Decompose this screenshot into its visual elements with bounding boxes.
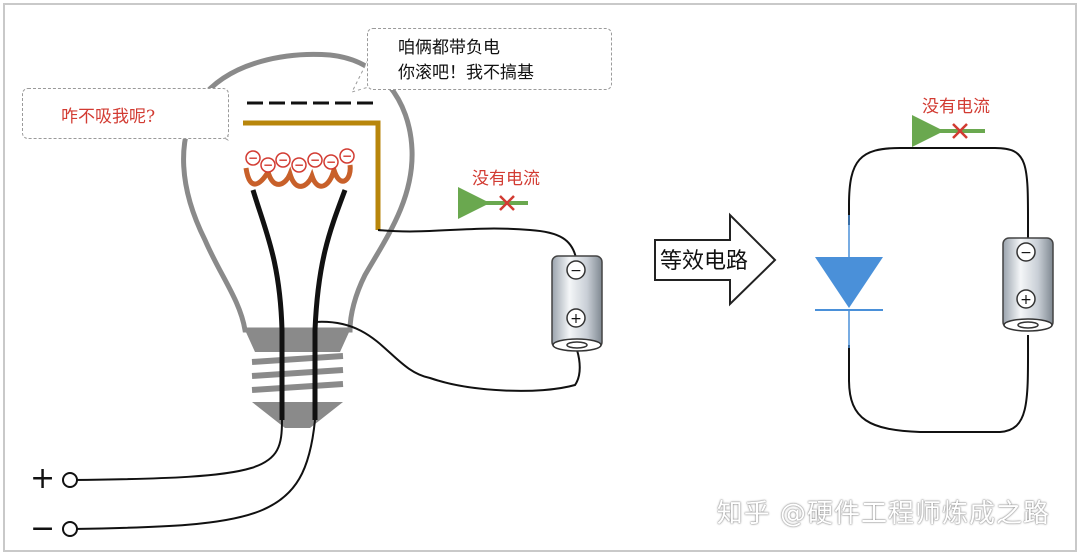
electron-6 bbox=[323, 154, 339, 170]
reply-line-2: 你滚吧！我不搞基 bbox=[398, 63, 534, 83]
question-text: 咋不吸我呢? bbox=[61, 107, 156, 127]
electron-sign-2: − bbox=[263, 158, 273, 172]
no-current-label-right: 没有电流 bbox=[922, 97, 990, 117]
electron-4 bbox=[291, 157, 307, 173]
battery-right-plus-circle bbox=[1016, 289, 1036, 309]
eq-wire-top bbox=[848, 147, 1030, 239]
diode-triangle bbox=[815, 257, 883, 308]
equivalent-arrow bbox=[654, 212, 777, 307]
battery-right-plus: + bbox=[1020, 292, 1032, 308]
wire-base-battery bbox=[314, 320, 581, 392]
electron-sign-5: − bbox=[310, 153, 320, 167]
wire-anode-battery bbox=[377, 227, 577, 259]
electron-2 bbox=[260, 157, 276, 173]
bulb-neck bbox=[245, 330, 350, 352]
no-current-label-left: 没有电流 bbox=[472, 169, 540, 189]
plus-terminal bbox=[62, 472, 78, 488]
image-border bbox=[3, 3, 1077, 552]
battery-right-minus: − bbox=[1020, 245, 1032, 261]
battery-left-minus: − bbox=[570, 263, 582, 279]
electron-1 bbox=[245, 150, 261, 166]
electron-3 bbox=[275, 152, 291, 168]
filament-lead-left bbox=[250, 189, 285, 420]
battery-left-plus-circle bbox=[566, 308, 586, 328]
battery-right bbox=[1002, 237, 1054, 332]
electron-group bbox=[245, 148, 355, 173]
plus-sign: + bbox=[30, 461, 55, 496]
question-bubble: 咋不吸我呢? bbox=[22, 88, 229, 139]
minus-sign: − bbox=[30, 511, 55, 546]
wire-plus-terminal bbox=[71, 419, 283, 481]
minus-terminal bbox=[62, 521, 78, 537]
electron-sign-6: − bbox=[326, 155, 336, 169]
battery-left bbox=[551, 255, 603, 352]
bulb-screw-base bbox=[251, 353, 344, 393]
battery-right-minus-circle bbox=[1016, 242, 1036, 262]
reply-line-1: 咱俩都带负电 bbox=[398, 38, 500, 58]
anode-plate bbox=[243, 120, 381, 230]
electron-sign-7: − bbox=[342, 149, 352, 163]
cross-mark-right bbox=[952, 123, 968, 139]
wire-minus-terminal bbox=[71, 419, 316, 530]
battery-left-plus: + bbox=[570, 311, 582, 327]
eq-wire-bottom bbox=[848, 334, 1030, 433]
cross-mark-left bbox=[499, 195, 515, 211]
electron-sign-4: − bbox=[294, 158, 304, 172]
filament-lead-right bbox=[312, 189, 348, 420]
reply-bubble: 咱俩都带负电 你滚吧！我不搞基 bbox=[367, 28, 612, 90]
bulb-tip bbox=[252, 402, 343, 428]
electron-7 bbox=[339, 148, 355, 164]
watermark: 知乎 @硬件工程师炼成之路 bbox=[716, 499, 1050, 529]
battery-left-minus-circle bbox=[566, 260, 586, 280]
electron-5 bbox=[307, 152, 323, 168]
equivalent-label: 等效电路 bbox=[660, 249, 748, 274]
electron-sign-3: − bbox=[278, 153, 288, 167]
filament-coil bbox=[243, 160, 353, 189]
electron-sign-1: − bbox=[248, 151, 258, 165]
